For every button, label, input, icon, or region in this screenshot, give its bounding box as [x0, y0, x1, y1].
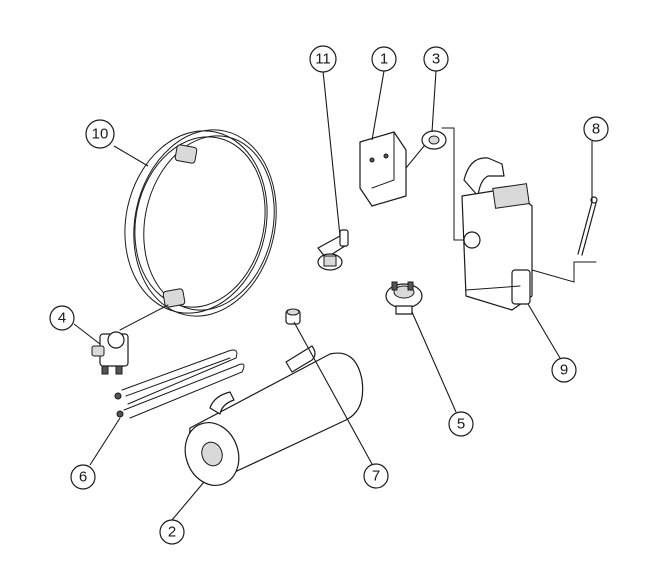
inlet-valve-part-4	[91, 331, 129, 375]
callout-3-label: 3	[432, 51, 440, 68]
nut-part-3	[405, 127, 471, 241]
callout-7: 7	[363, 463, 389, 489]
hose-part-10	[119, 129, 277, 331]
elbow-connector-part-11	[317, 229, 349, 271]
heating-element-part-6	[114, 349, 245, 419]
callout-4: 4	[49, 305, 75, 331]
water-box-part-9	[461, 157, 597, 311]
callout-2-label: 2	[168, 524, 176, 541]
rod-part-8	[577, 196, 598, 256]
leader-lines	[73, 70, 593, 521]
callout-6-label: 6	[79, 469, 87, 486]
callout-8: 8	[583, 116, 609, 142]
callout-5: 5	[448, 411, 474, 437]
callout-7-label: 7	[372, 468, 380, 485]
callout-10: 10	[85, 119, 115, 149]
callout-9-label: 9	[560, 362, 568, 379]
callout-6: 6	[70, 464, 96, 490]
pressure-switch-part-5	[385, 281, 423, 315]
bracket-part-1	[359, 131, 407, 207]
callout-9: 9	[551, 357, 577, 383]
callout-3: 3	[423, 46, 449, 72]
fitting-part-7	[285, 308, 301, 325]
tank-part-2	[184, 345, 364, 486]
callout-10-label: 10	[92, 126, 109, 143]
callout-11: 11	[309, 45, 337, 73]
callout-2: 2	[159, 519, 185, 545]
callout-1: 1	[371, 46, 397, 72]
callout-8-label: 8	[592, 121, 600, 138]
callout-1-label: 1	[380, 51, 388, 68]
callout-4-label: 4	[58, 310, 66, 327]
callout-11-label: 11	[315, 51, 331, 68]
callout-5-label: 5	[457, 416, 465, 433]
